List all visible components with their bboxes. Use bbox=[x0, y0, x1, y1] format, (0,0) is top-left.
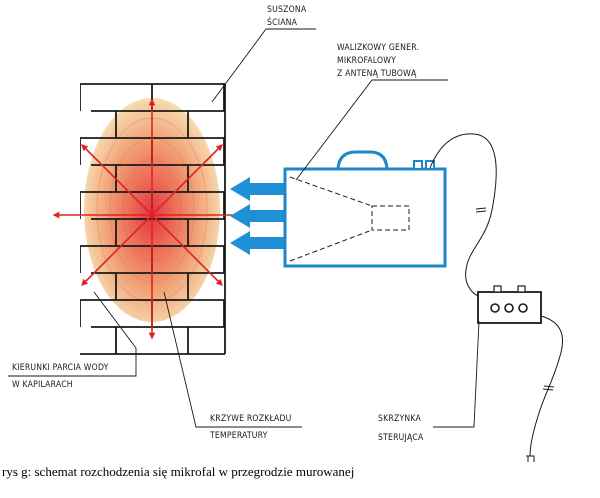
power-plug bbox=[526, 455, 535, 462]
leader-temperature bbox=[163, 291, 302, 428]
labels: SUSZONA ŚCIANA WALIZKOWY GENER. MIKROFAL… bbox=[2, 5, 424, 479]
control-box-light bbox=[504, 303, 514, 313]
leader-generator bbox=[295, 79, 448, 181]
label-temperature-line2: TEMPERATURY bbox=[209, 431, 268, 441]
label-generator-line1: WALIZKOWY GENER. bbox=[337, 43, 419, 53]
microwave-arrow-middle bbox=[230, 204, 284, 228]
cable-mark bbox=[542, 388, 554, 391]
capillary-arrows bbox=[52, 98, 250, 340]
label-wall-line2: ŚCIANA bbox=[267, 16, 298, 28]
label-wall-line1: SUSZONA bbox=[267, 5, 307, 15]
horn-antenna bbox=[289, 176, 410, 262]
waveguide bbox=[371, 205, 410, 231]
arrow-up-right bbox=[151, 144, 223, 216]
generator-case bbox=[283, 167, 447, 268]
power-cable bbox=[529, 315, 564, 457]
cable-mark bbox=[543, 385, 555, 388]
cable-generator-to-box bbox=[429, 133, 497, 297]
horn-upper-edge bbox=[289, 176, 373, 207]
generator-connector bbox=[413, 160, 423, 170]
label-control-box-line1: SKRZYNKA bbox=[378, 414, 421, 424]
cable-mark bbox=[475, 210, 487, 213]
generator-handle bbox=[336, 150, 389, 170]
arrow-down-right bbox=[151, 214, 223, 286]
microwave-arrow-bottom bbox=[230, 231, 284, 255]
label-temperature-line1: KRZYWE ROZKŁADU bbox=[210, 414, 292, 424]
control-unit bbox=[429, 133, 564, 462]
leader-wall bbox=[211, 28, 316, 103]
leader-control-box bbox=[433, 320, 480, 428]
label-control-box-line2: STERUJĄCA bbox=[378, 433, 424, 443]
control-box-knob bbox=[517, 285, 526, 293]
microwave-arrows bbox=[230, 177, 284, 255]
label-capillary-line1: KIERUNKI PARCIA WODY bbox=[12, 363, 109, 373]
cable-mark bbox=[475, 207, 487, 210]
figure-caption: rys g: schemat rozchodzenia się mikrofal… bbox=[2, 464, 354, 479]
label-generator-line2: MIKROFALOWY bbox=[337, 56, 396, 66]
generator-connector bbox=[425, 160, 435, 170]
microwave-generator bbox=[283, 150, 447, 268]
label-generator-line3: Z ANTENĄ TUBOWĄ bbox=[337, 69, 417, 79]
horn-lower-edge bbox=[289, 229, 373, 262]
arrow-down-left bbox=[81, 214, 153, 286]
leader-lines bbox=[8, 28, 480, 428]
arrow-up-left bbox=[81, 144, 153, 216]
leader-capillary bbox=[8, 291, 137, 377]
control-box-light bbox=[518, 303, 528, 313]
control-box-knob bbox=[493, 285, 502, 293]
label-capillary-line2: W KAPILARACH bbox=[12, 380, 73, 390]
control-box-light bbox=[490, 303, 500, 313]
microwave-arrow-top bbox=[230, 177, 284, 201]
